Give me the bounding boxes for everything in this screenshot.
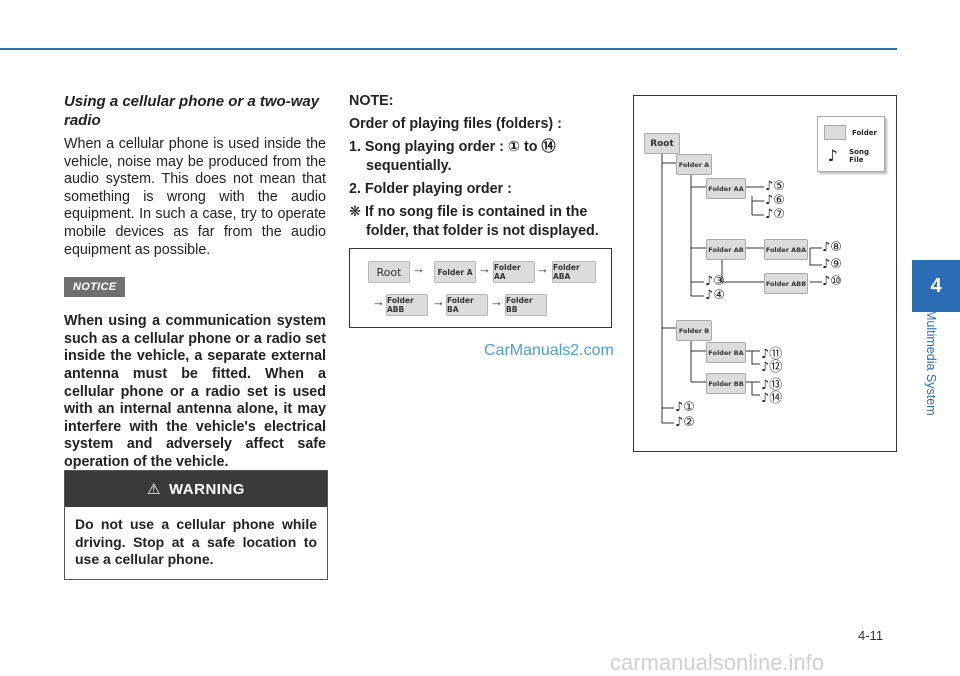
order-chip-root: Root <box>368 261 410 283</box>
chapter-label-text: Multimedia System <box>924 310 938 416</box>
song-note-11: ♪⑪ <box>761 347 783 362</box>
tree-folder-a: Folder A <box>676 154 712 175</box>
chapter-tab: 4 <box>912 260 960 312</box>
song-note-8: ♪⑧ <box>822 240 842 255</box>
arrow-icon: → <box>372 294 385 309</box>
song-note-14: ♪⑭ <box>761 391 783 406</box>
legend-folder-row: Folder <box>824 125 877 140</box>
notice-text: When using a communication system such a… <box>64 313 326 470</box>
order-chip-folder-aa: Folder AA <box>493 261 535 283</box>
footer-watermark: carmanualsonline.info <box>610 650 825 675</box>
music-note-icon: ♪ <box>827 146 838 165</box>
diagram-legend: Folder ♪ Song File <box>817 116 885 172</box>
arrow-icon: → <box>432 294 445 309</box>
arrow-icon: → <box>536 261 549 276</box>
song-note-12: ♪⑫ <box>761 360 783 375</box>
song-note-13: ♪⑬ <box>761 378 783 393</box>
song-note-2: ♪② <box>675 415 695 430</box>
tree-folder-ba: Folder BA <box>706 342 746 363</box>
note-title: NOTE: <box>349 93 394 109</box>
warning-header: ⚠ WARNING <box>65 471 327 507</box>
legend-song-row: ♪ Song File <box>824 146 884 165</box>
song-note-4: ♪④ <box>705 288 725 303</box>
intro-paragraph: When a cellular phone is used inside the… <box>64 136 326 258</box>
song-note-6: ♪⑥ <box>765 193 785 208</box>
tree-folder-bb: Folder BB <box>706 373 746 394</box>
song-order-item: 1. Song playing order : ① to ⑭ sequentia… <box>349 139 556 174</box>
song-note-1: ♪① <box>675 400 695 415</box>
chapter-label: Multimedia System <box>922 310 942 440</box>
folder-note-item: ❋ If no song file is contained in the fo… <box>349 204 599 239</box>
legend-folder-label: Folder <box>852 128 877 137</box>
tree-folder-aba: Folder ABA <box>764 239 808 260</box>
arrow-icon: → <box>412 261 425 276</box>
warning-triangle-icon: ⚠ <box>147 481 161 498</box>
folder-order-diagram: Root → Folder A → Folder AA → Folder ABA… <box>349 248 612 328</box>
tree-connectors <box>661 152 822 424</box>
tree-folder-ab: Folder AB <box>706 239 746 260</box>
warning-title: WARNING <box>168 480 245 498</box>
watermark-text: CarManuals2.com <box>484 342 614 359</box>
song-note-10: ♪⑩ <box>822 274 842 289</box>
tree-folder-aa: Folder AA <box>706 178 746 199</box>
order-chip-folder-abb: Folder ABB <box>386 294 428 316</box>
song-note-3: ♪③ <box>705 274 725 289</box>
page-number: 4-11 <box>858 628 884 643</box>
arrow-icon: → <box>478 261 491 276</box>
tree-folder-b: Folder B <box>676 320 712 341</box>
folder-order-item: 2. Folder playing order : <box>349 181 512 197</box>
tree-folder-abb: Folder ABB <box>764 273 808 294</box>
order-title: Order of playing files (folders) : <box>349 116 562 132</box>
top-rule <box>0 48 897 50</box>
folder-tree-diagram: Root Folder A Folder AA Folder AB Folder… <box>633 95 897 452</box>
warning-box: ⚠ WARNING Do not use a cellular phone wh… <box>64 470 328 580</box>
arrow-icon: → <box>490 294 503 309</box>
warning-text: Do not use a cellular phone while drivin… <box>75 516 317 567</box>
song-note-5: ♪⑤ <box>765 179 785 194</box>
order-chip-folder-a: Folder A <box>434 261 476 283</box>
order-chip-folder-ba: Folder BA <box>446 294 488 316</box>
legend-song-label: Song File <box>849 147 869 164</box>
order-chip-folder-bb: Folder BB <box>505 294 547 316</box>
tree-folder-root: Root <box>644 133 680 154</box>
notice-label: NOTICE <box>64 277 126 298</box>
song-note-9: ♪⑨ <box>822 257 842 272</box>
folder-icon <box>824 125 846 140</box>
section-heading: Using a cellular phone or a two-way radi… <box>64 93 320 129</box>
left-column: Using a cellular phone or a two-way radi… <box>64 92 326 472</box>
order-chip-folder-aba: Folder ABA <box>552 261 596 283</box>
song-note-7: ♪⑦ <box>765 207 785 222</box>
middle-column: NOTE: Order of playing files (folders) :… <box>349 92 611 245</box>
